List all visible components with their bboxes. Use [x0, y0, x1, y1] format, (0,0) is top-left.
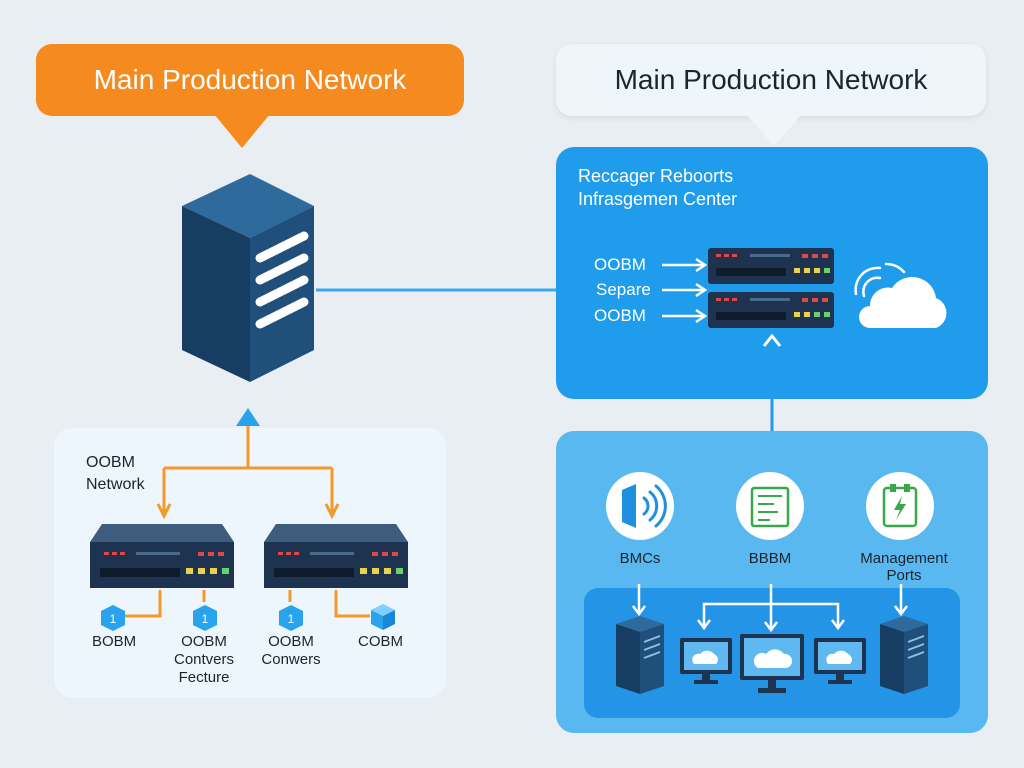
arrow-label-oobm-2: OOBM: [594, 306, 646, 325]
management-ports-icon: [866, 472, 934, 540]
callout-right-title: Main Production Network: [614, 64, 928, 95]
oobm-panel-title-line2: Network: [86, 476, 145, 493]
oobm-panel-title: OOBM Network: [86, 452, 145, 496]
oobm-label-contvers: OOBM Contvers Fecture: [173, 633, 235, 686]
center-panel-title-line2: Infrasgemen Center: [578, 189, 738, 209]
management-ports-label: Management Ports: [860, 550, 948, 584]
oobm-node-cube-icon: [371, 604, 395, 630]
bmc-signal-icon: [606, 472, 674, 540]
oobm-switch-right-icon: [264, 524, 408, 588]
arrow-label-oobm-1: OOBM: [594, 255, 646, 274]
center-panel-title: Reccager Reboorts Infrasgemen Center: [578, 165, 737, 211]
device-connectors: [632, 584, 908, 633]
cloud-icon: [854, 262, 947, 328]
oobm-node-1-icon: 1: [101, 605, 125, 631]
oobm-panel-title-line1: OOBM: [86, 454, 135, 471]
bmcs-label: BMCs: [619, 550, 661, 567]
device-monitor-right-icon: [814, 638, 866, 684]
oobm-label-conwers: OOBM Conwers: [261, 633, 321, 668]
oobm-switch-left-icon: [90, 524, 234, 588]
device-monitor-left-icon: [680, 638, 732, 684]
bbbm-console-icon: [736, 472, 804, 540]
callout-right-pointer: [746, 114, 802, 146]
device-server-right-icon: [880, 616, 928, 694]
main-production-callout-right: Main Production Network: [556, 44, 986, 116]
main-production-callout-left: Main Production Network: [36, 44, 464, 116]
oobm-node-2-icon: 1: [193, 605, 217, 631]
oobm-to-server-connection: [156, 408, 340, 520]
callout-left-pointer: [214, 114, 270, 148]
oobm-node-connectors: [118, 590, 370, 618]
device-server-left-icon: [616, 616, 664, 694]
oobm-label-bobm: BOBM: [92, 633, 137, 650]
oobm-label-cobm: COBM: [358, 633, 403, 650]
arrow-label-separe: Separe: [596, 280, 651, 299]
bbbm-label: BBBM: [748, 550, 792, 567]
device-monitor-center-icon: [740, 634, 804, 693]
callout-left-title: Main Production Network: [93, 64, 407, 95]
center-panel-title-line1: Reccager Reboorts: [578, 166, 734, 186]
node-3-badge: 1: [288, 612, 295, 626]
main-server-icon: [182, 174, 314, 382]
oobm-node-3-icon: 1: [279, 605, 303, 631]
center-switch-stack-icon: [708, 248, 834, 328]
node-1-badge: 1: [110, 612, 117, 626]
node-2-badge: 1: [202, 612, 209, 626]
server-to-center-connection: [316, 276, 583, 304]
center-panel-arrows: [662, 257, 708, 324]
